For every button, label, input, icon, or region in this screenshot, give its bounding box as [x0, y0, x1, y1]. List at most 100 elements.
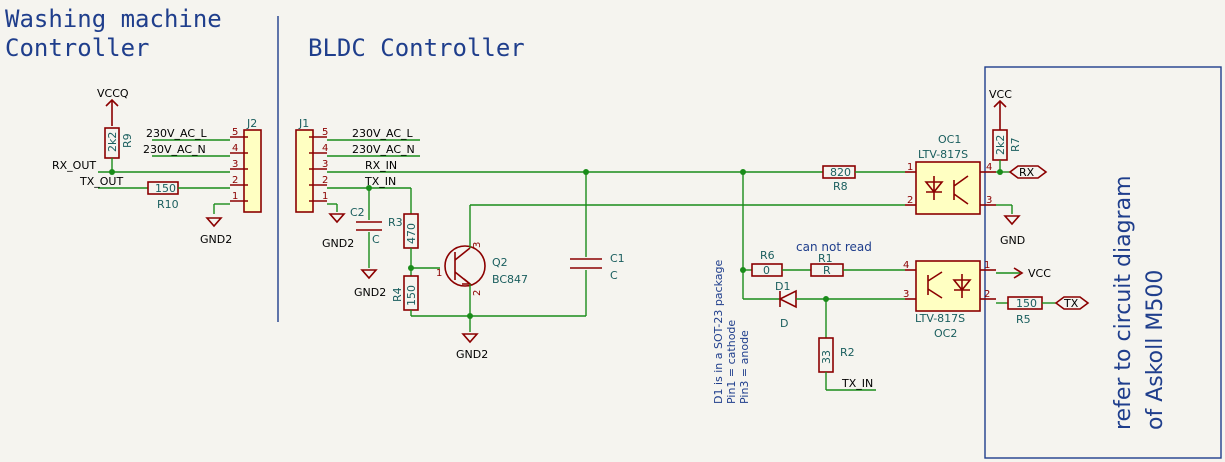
c2-value: C: [372, 233, 380, 246]
oc1-led: [924, 176, 944, 200]
oc1-pin1: 1: [907, 162, 913, 173]
r1-ref: R1: [818, 252, 833, 265]
r1-value: R: [823, 264, 831, 277]
gnd2-c2-label: GND2: [354, 286, 386, 299]
title-washing-line1: Washing machine: [5, 5, 222, 33]
r9-value: 2k2: [106, 132, 119, 152]
oc2-body: [915, 260, 981, 312]
gnd2-q2-symbol: [461, 333, 479, 344]
d1-note-line3: Pin3 = anode: [738, 330, 751, 404]
oc2-led: [952, 274, 972, 298]
vccq-label: VCCQ: [97, 87, 129, 100]
gnd2-j2-label: GND2: [200, 233, 232, 246]
oc2-value: LTV-817S: [915, 312, 965, 325]
oc1-body: [915, 161, 981, 215]
r8-ref: R8: [833, 180, 848, 193]
oc1-ref: OC1: [938, 133, 961, 146]
j2-pin3: 3: [232, 159, 238, 170]
j1-net-l: 230V_AC_L: [352, 127, 414, 140]
vcc-oc2-label: VCC: [1028, 267, 1051, 280]
r8-value: 820: [830, 166, 851, 179]
j1-pins: [309, 136, 327, 202]
gnd-oc1-label: GND: [1000, 234, 1025, 247]
r2-ref: R2: [840, 346, 855, 359]
j1-ref: J1: [298, 117, 309, 130]
d1-body: [778, 289, 797, 309]
q2-pin2: 2: [472, 290, 483, 296]
j2-pin4: 4: [232, 143, 238, 154]
d1-note-line2: Pin1 = cathode: [725, 320, 738, 404]
r7-value: 2k2: [994, 135, 1007, 155]
c2-ref: C2: [350, 206, 365, 219]
d1-value: D: [780, 317, 788, 330]
j1-pin4: 4: [322, 143, 328, 154]
r2-value: 33: [820, 350, 833, 364]
askoll-note-line1: refer to circuit diagram: [1111, 175, 1136, 430]
r5-value: 150: [1016, 297, 1037, 310]
gnd2-j1-symbol: [328, 213, 346, 224]
c1-value: C: [610, 269, 618, 282]
j2-pin2: 2: [232, 175, 238, 186]
askoll-note-line2: of Askoll M500: [1143, 270, 1168, 430]
q2-pin3: 3: [472, 242, 483, 248]
r5-ref: R5: [1016, 313, 1031, 326]
j1-pin1: 1: [322, 191, 328, 202]
vcc-oc2-arrow-icon: [1013, 267, 1024, 279]
j2-pins: [230, 136, 248, 202]
tx-out-label: TX_OUT: [79, 175, 123, 188]
j2-net-n: 230V_AC_N: [143, 143, 206, 156]
title-bldc: BLDC Controller: [308, 34, 525, 62]
q2-body: [444, 245, 486, 287]
j1-body: [295, 129, 314, 213]
j1-net-n: 230V_AC_N: [352, 143, 415, 156]
tx-in-r2-label: TX_IN: [841, 377, 873, 390]
j1-pin2: 2: [322, 175, 328, 186]
oc1-pin2: 2: [907, 195, 913, 206]
j1-pin5: 5: [322, 127, 328, 138]
oc1-pin3: 3: [986, 195, 992, 206]
q2-pin1: 1: [436, 268, 442, 279]
tx-in-label: TX_IN: [364, 175, 396, 188]
r4-value: 150: [405, 285, 418, 306]
r3-ref: R3: [388, 216, 403, 229]
gnd2-c2-symbol: [360, 269, 378, 280]
r6-value: 0: [763, 264, 770, 277]
cannot-read-note: can not read: [796, 240, 872, 254]
r7-ref: R7: [1009, 137, 1022, 152]
rx-in-label: RX_IN: [365, 159, 397, 172]
r4-ref: R4: [391, 287, 404, 302]
rx-port-label: RX: [1019, 166, 1035, 179]
gnd2-j2-symbol: [205, 217, 223, 228]
vcc-r7-label: VCC: [989, 88, 1012, 101]
oc2-pin4: 4: [903, 260, 909, 271]
j2-body: [243, 129, 262, 213]
rx-out-label: RX_OUT: [52, 159, 96, 172]
j2-net-l: 230V_AC_L: [146, 127, 208, 140]
tx-port-symbol: [1054, 296, 1090, 310]
r3-value: 470: [405, 223, 418, 244]
oc2-pin2: 2: [984, 289, 990, 300]
d1-note-line1: D1 is in a SOT-23 package: [712, 260, 725, 404]
oc1-value: LTV-817S: [918, 148, 968, 161]
oc2-phototransistor: [927, 271, 943, 299]
j1-pin3: 3: [322, 159, 328, 170]
r10-ref: R10: [157, 198, 179, 211]
r6-ref: R6: [760, 249, 775, 262]
rx-port-symbol: [1008, 165, 1048, 179]
vccq-symbol: [105, 98, 119, 126]
c1-ref: C1: [610, 252, 625, 265]
j2-ref: J2: [246, 117, 257, 130]
tx-port-label: TX: [1063, 297, 1079, 310]
oc1-phototransistor: [953, 175, 969, 205]
oc2-pin1: 1: [984, 260, 990, 271]
j2-pin1: 1: [232, 191, 238, 202]
oc2-ref: OC2: [934, 327, 957, 340]
q2-value: BC847: [492, 273, 528, 286]
title-washing-line2: Controller: [5, 34, 150, 62]
j2-pin5: 5: [232, 127, 238, 138]
r9-ref: R9: [121, 133, 134, 148]
gnd2-j1-label: GND2: [322, 237, 354, 250]
gnd-oc1-symbol: [1003, 215, 1021, 226]
gnd2-q2-label: GND2: [456, 348, 488, 361]
